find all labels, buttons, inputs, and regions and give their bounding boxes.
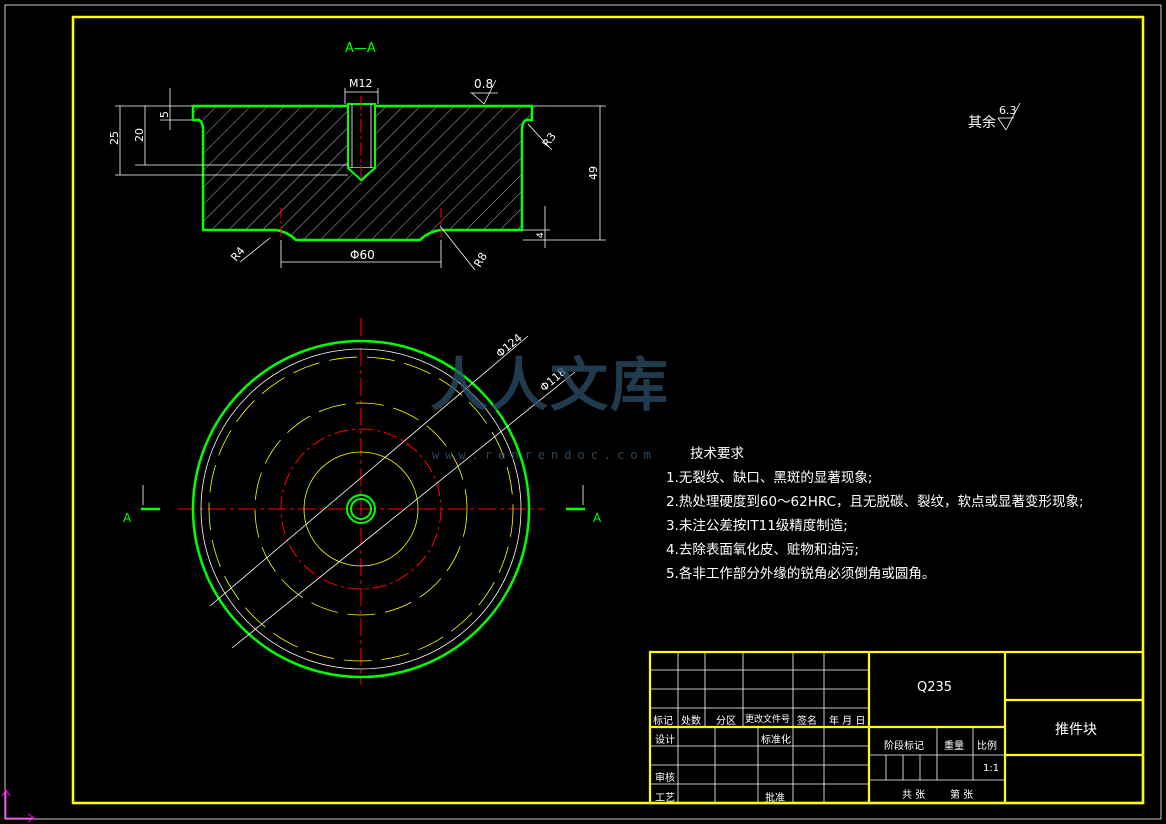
label-sheet-no: 第 张 xyxy=(950,790,974,801)
label-design: 设计 xyxy=(655,735,675,746)
tech-item: 1.无裂纹、缺口、黑斑的显著现象; xyxy=(666,470,873,486)
label-change-doc: 更改文件号 xyxy=(745,715,791,725)
dim-r4: R4 xyxy=(228,244,247,264)
dim-5: 5 xyxy=(158,111,171,118)
scale-value: 1:1 xyxy=(983,763,1000,774)
part-name: 推件块 xyxy=(1055,722,1097,738)
roughness-symbol xyxy=(997,102,1021,131)
circle-118 xyxy=(200,348,522,670)
label-scale: 比例 xyxy=(977,741,997,752)
dim-phi60: Φ60 xyxy=(350,248,375,262)
label-zone: 分区 xyxy=(716,716,736,727)
center-circle xyxy=(280,428,442,590)
ucs-icon xyxy=(1,789,35,823)
dim-20: 20 xyxy=(133,128,146,142)
hidden-circle-outer xyxy=(208,356,514,662)
label-mark: 标记 xyxy=(653,716,673,727)
label-standardize: 标准化 xyxy=(761,735,791,746)
label-count: 处数 xyxy=(681,716,701,727)
material: Q235 xyxy=(917,680,953,695)
roughness-note-label: 其余 xyxy=(968,114,996,131)
cut-label-right: A xyxy=(593,511,602,525)
hole-outer xyxy=(346,494,376,524)
outer-circle xyxy=(191,339,531,679)
title-block-grid xyxy=(650,652,1005,803)
top-view-dimensions xyxy=(209,335,576,649)
label-process: 工艺 xyxy=(655,793,675,804)
hole-inner xyxy=(350,498,372,520)
label-approve: 批准 xyxy=(765,793,785,804)
dim-4: 4 xyxy=(536,232,546,238)
watermark-url: www.renrendoc.com xyxy=(432,448,657,462)
inner-circle xyxy=(303,451,419,567)
hidden-circle-mid xyxy=(254,402,468,616)
label-signature: 签名 xyxy=(797,716,817,727)
outer-frame xyxy=(4,4,1162,820)
cut-label-left: A xyxy=(123,511,132,525)
label-review: 审核 xyxy=(655,773,675,784)
dim-49: 49 xyxy=(587,166,600,180)
tech-requirements-title: 技术要求 xyxy=(690,446,744,462)
tech-item: 5.各非工作部分外缘的锐角必须倒角或圆角。 xyxy=(666,566,936,582)
label-stage-mark: 阶段标记 xyxy=(884,741,924,752)
label-total-sheets: 共 张 xyxy=(902,790,926,801)
dim-r3: R3 xyxy=(540,130,559,149)
tech-item: 2.热处理硬度到60～62HRC，且无脱碳、裂纹，软点或显著变形现象; xyxy=(666,494,1084,510)
cut-arrows xyxy=(142,485,584,505)
dim-roughness-main: 0.8 xyxy=(474,77,493,91)
drawing-border xyxy=(71,15,1145,805)
tech-item: 4.去除表面氧化皮、赃物和油污; xyxy=(666,542,859,558)
roughness-note-value: 6.3 xyxy=(999,104,1017,117)
section-label: A—A xyxy=(345,41,376,56)
label-weight: 重量 xyxy=(944,741,964,752)
dim-25: 25 xyxy=(108,131,121,145)
dim-r8: R8 xyxy=(471,250,490,269)
title-block-frame xyxy=(648,650,1145,805)
tech-item: 3.未注公差按IT11级精度制造; xyxy=(666,518,848,534)
dim-thread: M12 xyxy=(349,77,373,90)
section-dimensions xyxy=(115,79,606,271)
label-date: 年 月 日 xyxy=(829,716,866,727)
tech-requirements: 技术要求 1.无裂纹、缺口、黑斑的显著现象; 2.热处理硬度到60～62HRC，… xyxy=(666,442,1084,586)
watermark-brand: 人人文库 xyxy=(430,351,671,419)
